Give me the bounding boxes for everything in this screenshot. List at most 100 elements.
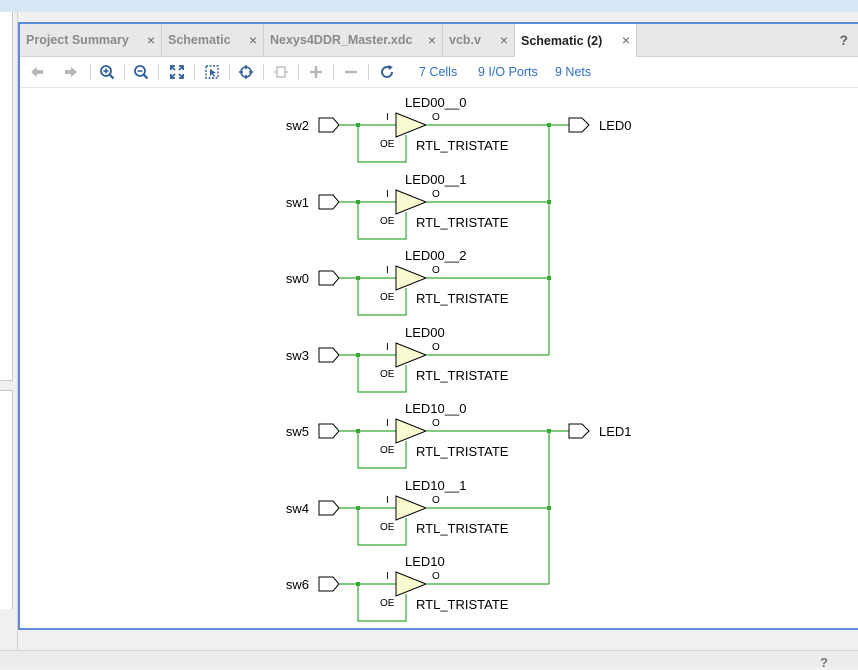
pin-i-label[interactable]: I bbox=[386, 495, 389, 506]
net-junction[interactable] bbox=[547, 276, 551, 280]
tristate-buffer[interactable] bbox=[395, 265, 428, 291]
net-junction[interactable] bbox=[356, 200, 360, 204]
pin-o-label[interactable]: O bbox=[432, 112, 440, 123]
cell-type[interactable]: RTL_TRISTATE bbox=[416, 138, 509, 153]
net-junction[interactable] bbox=[356, 353, 360, 357]
cell-type[interactable]: RTL_TRISTATE bbox=[416, 368, 509, 383]
net-wire[interactable] bbox=[357, 125, 407, 163]
input-port[interactable] bbox=[318, 270, 340, 286]
help-icon[interactable]: ? bbox=[839, 32, 848, 48]
tristate-buffer[interactable] bbox=[395, 495, 428, 521]
refresh-icon[interactable] bbox=[376, 61, 398, 83]
close-icon[interactable]: × bbox=[146, 32, 155, 48]
tab-schematic-2[interactable]: Schematic (2) × bbox=[515, 24, 637, 57]
ungroup-icon[interactable] bbox=[270, 61, 292, 83]
pin-i-label[interactable]: I bbox=[386, 418, 389, 429]
input-port[interactable] bbox=[318, 576, 340, 592]
output-port-label[interactable]: LED1 bbox=[599, 424, 632, 439]
close-icon[interactable]: × bbox=[621, 32, 630, 48]
back-arrow-icon[interactable] bbox=[26, 61, 48, 83]
close-icon[interactable]: × bbox=[248, 32, 257, 48]
pin-o-label[interactable]: O bbox=[432, 571, 440, 582]
pin-o-label[interactable]: O bbox=[432, 418, 440, 429]
net-wire[interactable] bbox=[357, 431, 407, 469]
cell-type[interactable]: RTL_TRISTATE bbox=[416, 215, 509, 230]
pin-i-label[interactable]: I bbox=[386, 265, 389, 276]
cell-type[interactable]: RTL_TRISTATE bbox=[416, 291, 509, 306]
input-port-label[interactable]: sw3 bbox=[286, 348, 309, 363]
cell-name[interactable]: LED10__1 bbox=[405, 478, 466, 493]
forward-arrow-icon[interactable] bbox=[60, 61, 82, 83]
tristate-buffer[interactable] bbox=[395, 189, 428, 215]
net-junction[interactable] bbox=[356, 429, 360, 433]
tab-vcb-v[interactable]: vcb.v × bbox=[443, 24, 515, 56]
pin-oe-label[interactable]: OE bbox=[380, 598, 395, 609]
net-junction[interactable] bbox=[356, 506, 360, 510]
input-port[interactable] bbox=[318, 194, 340, 210]
nets-count-link[interactable]: 9 Nets bbox=[555, 65, 592, 79]
help-icon[interactable]: ? bbox=[820, 655, 828, 670]
pin-oe-label[interactable]: OE bbox=[380, 445, 395, 456]
net-wire[interactable] bbox=[357, 584, 407, 622]
net-junction[interactable] bbox=[356, 276, 360, 280]
output-port[interactable] bbox=[568, 117, 590, 133]
pin-oe-label[interactable]: OE bbox=[380, 522, 395, 533]
pin-i-label[interactable]: I bbox=[386, 189, 389, 200]
cells-count-link[interactable]: 7 Cells bbox=[419, 65, 458, 79]
zoom-out-icon[interactable] bbox=[130, 61, 152, 83]
pin-oe-label[interactable]: OE bbox=[380, 216, 395, 227]
input-port[interactable] bbox=[318, 500, 340, 516]
pin-oe-label[interactable]: OE bbox=[380, 292, 395, 303]
input-port[interactable] bbox=[318, 347, 340, 363]
zoom-in-icon[interactable] bbox=[96, 61, 118, 83]
tristate-buffer[interactable] bbox=[395, 342, 428, 368]
zoom-area-icon[interactable] bbox=[201, 61, 223, 83]
input-port-label[interactable]: sw0 bbox=[286, 271, 309, 286]
tristate-buffer[interactable] bbox=[395, 418, 428, 444]
cell-name[interactable]: LED00__1 bbox=[405, 172, 466, 187]
net-junction[interactable] bbox=[547, 506, 551, 510]
pin-i-label[interactable]: I bbox=[386, 342, 389, 353]
close-icon[interactable]: × bbox=[499, 32, 508, 48]
pin-o-label[interactable]: O bbox=[432, 265, 440, 276]
cell-name[interactable]: LED00__2 bbox=[405, 248, 466, 263]
net-wire[interactable] bbox=[357, 202, 407, 240]
input-port-label[interactable]: sw5 bbox=[286, 424, 309, 439]
tab-schematic[interactable]: Schematic × bbox=[162, 24, 264, 56]
expand-icon[interactable] bbox=[305, 61, 327, 83]
io-ports-count-link[interactable]: 9 I/O Ports bbox=[478, 65, 538, 79]
close-icon[interactable]: × bbox=[427, 32, 436, 48]
cell-type[interactable]: RTL_TRISTATE bbox=[416, 597, 509, 612]
collapse-icon[interactable] bbox=[340, 61, 362, 83]
pin-o-label[interactable]: O bbox=[432, 342, 440, 353]
cell-name[interactable]: LED10 bbox=[405, 554, 445, 569]
select-icon[interactable] bbox=[235, 61, 257, 83]
net-junction[interactable] bbox=[547, 200, 551, 204]
net-wire[interactable] bbox=[357, 355, 407, 393]
input-port-label[interactable]: sw4 bbox=[286, 501, 309, 516]
net-junction[interactable] bbox=[356, 123, 360, 127]
output-port-label[interactable]: LED0 bbox=[599, 118, 632, 133]
cell-name[interactable]: LED00__0 bbox=[405, 95, 466, 110]
pin-oe-label[interactable]: OE bbox=[380, 139, 395, 150]
cell-type[interactable]: RTL_TRISTATE bbox=[416, 521, 509, 536]
cell-name[interactable]: LED10__0 bbox=[405, 401, 466, 416]
net-wire[interactable] bbox=[357, 508, 407, 546]
pin-oe-label[interactable]: OE bbox=[380, 369, 395, 380]
zoom-fit-icon[interactable] bbox=[166, 61, 188, 83]
input-port-label[interactable]: sw1 bbox=[286, 195, 309, 210]
input-port[interactable] bbox=[318, 117, 340, 133]
tab-nexys4ddr-master-xdc[interactable]: Nexys4DDR_Master.xdc × bbox=[264, 24, 443, 56]
cell-name[interactable]: LED00 bbox=[405, 325, 445, 340]
tab-project-summary[interactable]: Project Summary × bbox=[20, 24, 162, 56]
cell-type[interactable]: RTL_TRISTATE bbox=[416, 444, 509, 459]
input-port[interactable] bbox=[318, 423, 340, 439]
output-port[interactable] bbox=[568, 423, 590, 439]
tristate-buffer[interactable] bbox=[395, 112, 428, 138]
pin-o-label[interactable]: O bbox=[432, 189, 440, 200]
tristate-buffer[interactable] bbox=[395, 571, 428, 597]
input-port-label[interactable]: sw2 bbox=[286, 118, 309, 133]
input-port-label[interactable]: sw6 bbox=[286, 577, 309, 592]
